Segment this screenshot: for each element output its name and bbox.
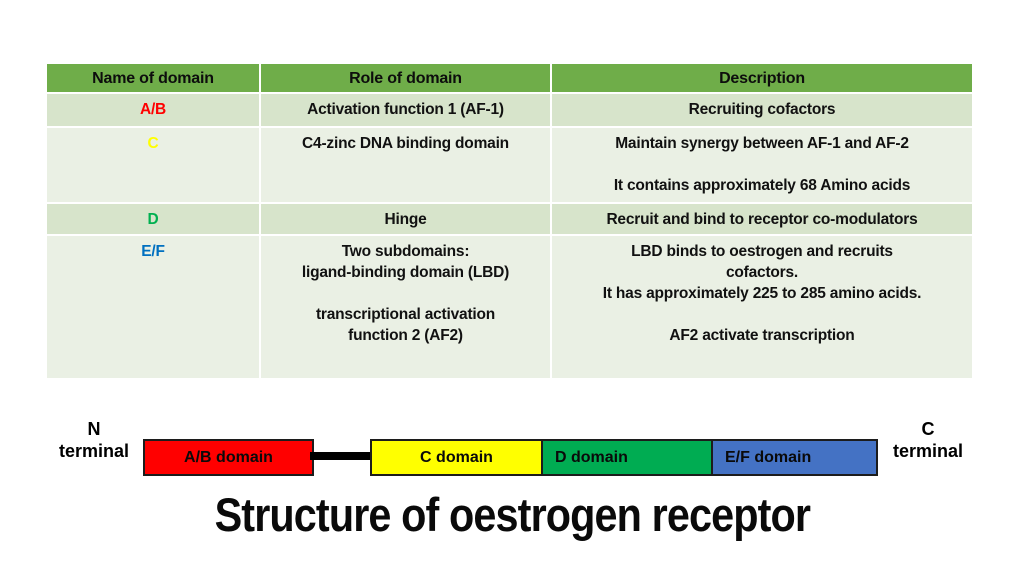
n-terminal-label: N terminal bbox=[58, 419, 130, 461]
cell-description-c: Maintain synergy between AF-1 and AF-2 I… bbox=[552, 128, 972, 202]
domain-table: Name of domain Role of domain Descriptio… bbox=[47, 64, 972, 378]
cell-name-ab: A/B bbox=[47, 94, 259, 126]
cell-name-c: C bbox=[47, 128, 259, 202]
diagram-box-ef-domain: E/F domain bbox=[711, 439, 878, 476]
cell-description-ef: LBD binds to oestrogen and recruits cofa… bbox=[552, 236, 972, 378]
cell-description-d: Recruit and bind to receptor co-modulato… bbox=[552, 204, 972, 234]
cell-role-ab: Activation function 1 (AF-1) bbox=[261, 94, 550, 126]
cell-description-ab: Recruiting cofactors bbox=[552, 94, 972, 126]
cell-name-ef: E/F bbox=[47, 236, 259, 378]
diagram-box-d-domain: D domain bbox=[541, 439, 713, 476]
slide-title-text: Structure of oestrogen receptor bbox=[214, 488, 810, 541]
diagram-connector-line bbox=[310, 452, 372, 460]
diagram-box-ab-domain: A/B domain bbox=[143, 439, 314, 476]
c-terminal-label: C terminal bbox=[892, 419, 964, 461]
header-name-of-domain: Name of domain bbox=[47, 64, 259, 92]
cell-role-d: Hinge bbox=[261, 204, 550, 234]
slide-title: Structure of oestrogen receptor bbox=[0, 487, 1024, 542]
diagram-box-c-domain: C domain bbox=[370, 439, 543, 476]
cell-name-d: D bbox=[47, 204, 259, 234]
header-role-of-domain: Role of domain bbox=[261, 64, 550, 92]
header-description: Description bbox=[552, 64, 972, 92]
cell-role-ef: Two subdomains: ligand-binding domain (L… bbox=[261, 236, 550, 378]
cell-role-c: C4-zinc DNA binding domain bbox=[261, 128, 550, 202]
